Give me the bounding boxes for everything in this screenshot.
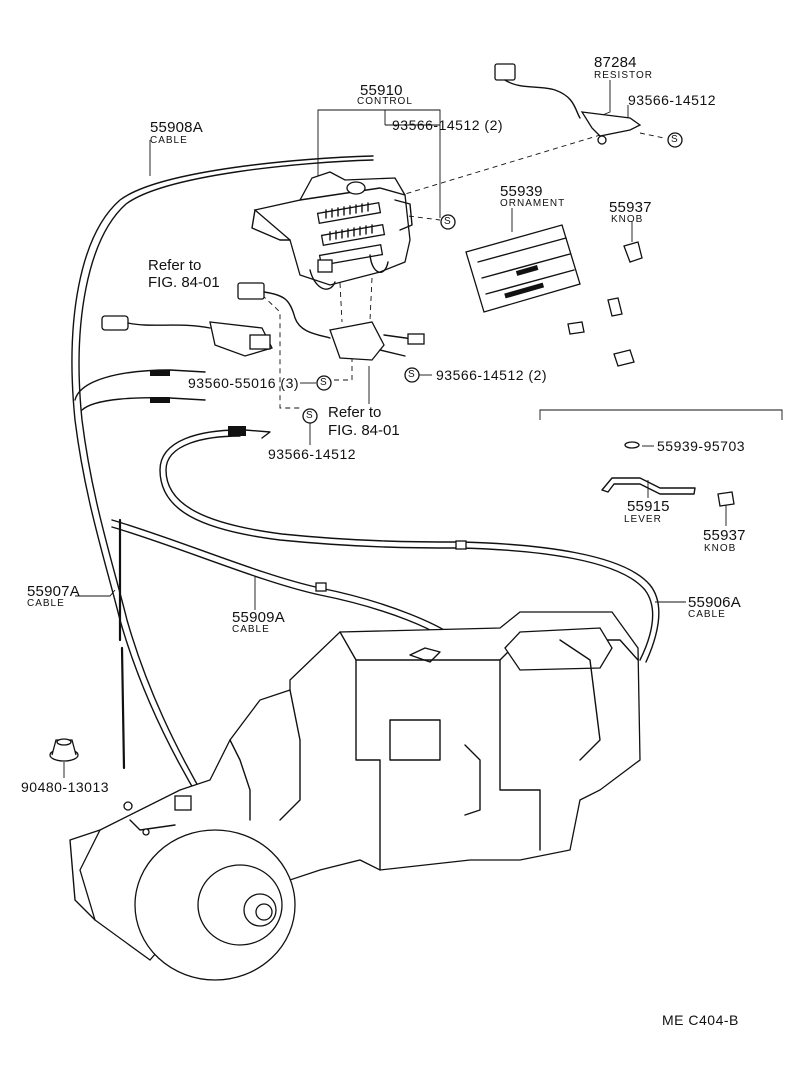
screw-s-5: S xyxy=(306,410,313,421)
screw-number-switch: 93566-14512 (2) xyxy=(436,367,548,383)
switch-harness xyxy=(101,282,425,361)
part-number-lever: 55915 xyxy=(627,498,670,515)
clip xyxy=(49,738,79,762)
part-name-cable-55908a: CABLE xyxy=(150,135,188,146)
heater-unit xyxy=(69,611,641,981)
screw-s-3: S xyxy=(320,377,327,388)
reference-lower-line2: FIG. 84-01 xyxy=(328,422,400,439)
part-name-ornament: ORNAMENT xyxy=(500,198,566,209)
part-number-resistor: 87284 xyxy=(594,54,637,71)
part-number-90480-13013: 90480-13013 xyxy=(21,779,110,795)
part-number-knob-lower: 55937 xyxy=(703,527,746,544)
part-number-55939-95703: 55939-95703 xyxy=(657,438,746,454)
part-number-cable-55907a: 55907A xyxy=(27,583,80,600)
lever xyxy=(601,441,696,495)
screw-symbols xyxy=(302,132,683,424)
part-name-knob-upper: KNOB xyxy=(611,214,644,225)
screw-s-2: S xyxy=(671,134,678,145)
part-number-knob-upper: 55937 xyxy=(609,199,652,216)
part-name-control: CONTROL xyxy=(357,96,413,107)
resistor xyxy=(494,63,642,145)
reference-upper-line1: Refer to xyxy=(148,257,202,274)
part-number-cable-55908a: 55908A xyxy=(150,119,203,136)
knobs xyxy=(567,241,735,507)
ornament xyxy=(465,224,581,313)
part-number-cable-55906a: 55906A xyxy=(688,594,741,611)
screw-number-control: 93566-14512 (2) xyxy=(392,117,504,133)
screw-s-1: S xyxy=(444,216,451,227)
part-name-cable-55907a: CABLE xyxy=(27,598,65,609)
reference-upper-line2: FIG. 84-01 xyxy=(148,274,220,291)
part-name-resistor: RESISTOR xyxy=(594,70,653,81)
part-number-control: 55910 xyxy=(360,82,403,99)
screw-number-resistor: 93566-14512 xyxy=(628,92,717,108)
screw-number-lower: 93566-14512 xyxy=(268,446,357,462)
part-name-cable-55909a: CABLE xyxy=(232,624,270,635)
part-name-cable-55906a: CABLE xyxy=(688,609,726,620)
part-number-ornament: 55939 xyxy=(500,183,543,200)
control-unit xyxy=(251,171,413,290)
part-name-knob-lower: KNOB xyxy=(704,543,737,554)
reference-lower-line1: Refer to xyxy=(328,404,382,421)
screw-number-93560: 93560-55016 (3) xyxy=(188,375,300,391)
part-number-cable-55909a: 55909A xyxy=(232,609,285,626)
figure-code: ME C404-B xyxy=(662,1012,739,1028)
screw-s-4: S xyxy=(408,369,415,380)
part-name-lever: LEVER xyxy=(624,514,662,525)
